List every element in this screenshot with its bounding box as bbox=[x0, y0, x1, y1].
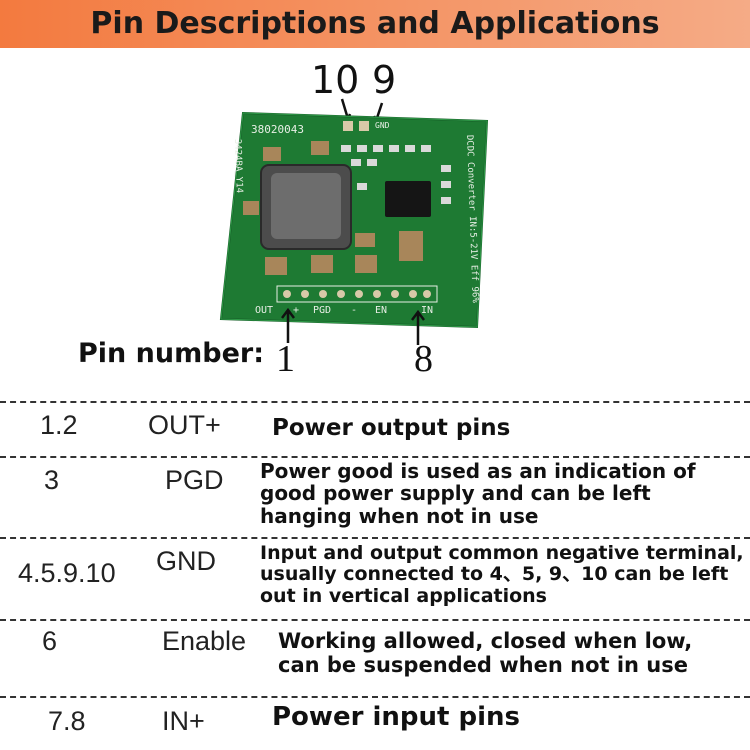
board-gnd-label: GND bbox=[375, 121, 390, 130]
cap-4 bbox=[265, 257, 287, 275]
pin-description-cell: Power good is used as an indication of g… bbox=[260, 459, 696, 528]
board-model: 3424BA_Y14 bbox=[232, 139, 244, 194]
bottom-pin-arrows bbox=[281, 307, 425, 345]
pin-number-cell: 3 bbox=[44, 465, 60, 495]
cap-8 bbox=[355, 233, 375, 247]
pin-name-cell: PGD bbox=[165, 465, 224, 495]
pin-label-9: 9 bbox=[372, 58, 397, 102]
row-divider bbox=[0, 537, 750, 539]
row-divider bbox=[0, 696, 750, 698]
arrow-1 bbox=[281, 307, 295, 343]
cap-1 bbox=[311, 141, 329, 155]
pin-name-cell: OUT+ bbox=[148, 410, 221, 440]
silk-pgd: PGD bbox=[313, 305, 331, 316]
pin-description-cell: Working allowed, closed when low, can be… bbox=[278, 629, 693, 677]
pin-number-cell: 6 bbox=[42, 626, 58, 656]
ic-chip bbox=[385, 181, 431, 217]
row-divider bbox=[0, 456, 750, 458]
pin-label-1: 1 bbox=[276, 338, 295, 380]
pin-label-10: 10 bbox=[311, 58, 360, 102]
pin-number-cell: 4.5.9.10 bbox=[18, 558, 116, 588]
cap-2 bbox=[263, 147, 281, 161]
pad-top-2 bbox=[359, 121, 369, 131]
row-divider bbox=[0, 401, 750, 403]
pin-number-cell: 1.2 bbox=[40, 410, 78, 440]
pin-label-8: 8 bbox=[414, 338, 433, 380]
silk-plus: + bbox=[293, 305, 299, 316]
pin-description-cell: Power output pins bbox=[272, 415, 511, 441]
pin-description-cell: Power input pins bbox=[272, 702, 520, 732]
cap-7 bbox=[399, 231, 423, 261]
silk-en: EN bbox=[375, 305, 387, 316]
pcb-board-photo: 38020043 3424BA_Y14 GND DCDC Converter I… bbox=[215, 105, 495, 335]
silk-out: OUT bbox=[255, 305, 273, 316]
board-serial: 38020043 bbox=[251, 123, 304, 136]
cap-5 bbox=[311, 255, 333, 273]
pin-number-caption: Pin number: bbox=[78, 338, 264, 369]
silk-minus: - bbox=[351, 305, 357, 316]
cap-6 bbox=[355, 255, 377, 273]
row-divider bbox=[0, 619, 750, 621]
silk-in: IN bbox=[421, 305, 433, 316]
pin-number-cell: 7.8 bbox=[48, 706, 86, 736]
pin-name-cell: GND bbox=[156, 546, 216, 576]
pin-name-cell: IN+ bbox=[162, 706, 205, 736]
page-title: Pin Descriptions and Applications bbox=[90, 6, 660, 41]
cap-3 bbox=[243, 201, 259, 215]
title-banner: Pin Descriptions and Applications bbox=[0, 0, 750, 48]
pad-top-1 bbox=[343, 121, 353, 131]
pin-description-cell: Input and output common negative termina… bbox=[260, 542, 744, 607]
pin-name-cell: Enable bbox=[162, 626, 247, 656]
arrow-8 bbox=[411, 309, 425, 345]
